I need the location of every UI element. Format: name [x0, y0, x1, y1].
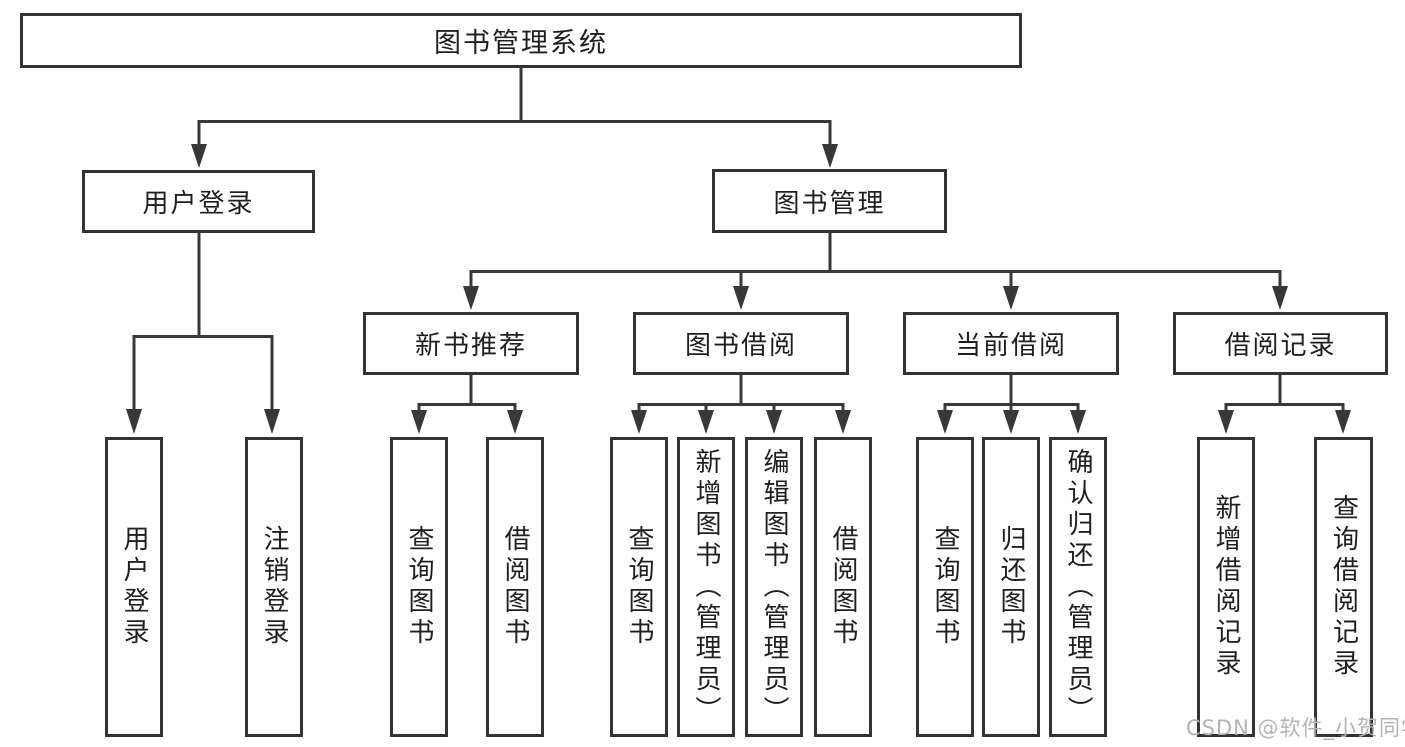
leaf-borrow-add-book: 新增图书（管理员）	[677, 437, 735, 737]
leaf-current-query-book-label: 查询图书	[930, 525, 960, 649]
leaf-borrow-borrow-book-label: 借阅图书	[828, 525, 858, 649]
connector-bookborrow-to-leaves	[631, 375, 851, 434]
connector-bookmgmt-to-level3	[463, 233, 1288, 310]
node-new-book-recommend: 新书推荐	[363, 312, 579, 375]
leaf-recommend-query-book: 查询图书	[390, 437, 448, 737]
leaf-record-query-label: 查询借阅记录	[1328, 494, 1359, 680]
leaf-borrow-edit-book-label: 编辑图书（管理员）	[759, 447, 789, 727]
node-book-management-label: 图书管理	[773, 188, 886, 219]
node-book-borrow: 图书借阅	[633, 312, 849, 375]
node-borrow-record: 借阅记录	[1173, 312, 1388, 375]
leaf-logout: 注销登录	[245, 437, 303, 737]
node-root-label: 图书管理系统	[434, 28, 608, 59]
node-root: 图书管理系统	[20, 13, 1022, 68]
node-current-borrow: 当前借阅	[903, 312, 1119, 375]
connector-borrowrecord-to-leaves	[1218, 375, 1351, 434]
leaf-record-add-label: 新增借阅记录	[1211, 494, 1241, 680]
leaf-borrow-query-book-label: 查询图书	[624, 525, 654, 649]
leaf-recommend-borrow-book: 借阅图书	[486, 437, 544, 737]
node-book-management: 图书管理	[712, 169, 947, 233]
node-current-borrow-label: 当前借阅	[954, 331, 1067, 361]
leaf-current-query-book: 查询图书	[916, 437, 974, 737]
connector-newbookrec-to-leaves	[411, 375, 523, 434]
leaf-recommend-query-book-label: 查询图书	[404, 525, 434, 649]
leaf-current-return-book-label: 归还图书	[996, 525, 1026, 649]
connector-root-to-level2	[191, 68, 838, 168]
node-book-borrow-label: 图书借阅	[684, 331, 797, 361]
watermark-text: CSDN @软件_小贺同学	[1186, 716, 1405, 740]
node-borrow-record-label: 借阅记录	[1224, 331, 1337, 361]
node-user-login-label: 用户登录	[142, 189, 255, 219]
leaf-current-confirm-return-label: 确认归还（管理员）	[1063, 447, 1093, 727]
node-new-book-recommend-label: 新书推荐	[414, 331, 527, 361]
leaf-borrow-add-book-label: 新增图书（管理员）	[691, 447, 721, 727]
leaf-record-query: 查询借阅记录	[1314, 437, 1373, 737]
leaf-current-return-book: 归还图书	[982, 437, 1040, 737]
connector-currentborrow-to-leaves	[937, 375, 1086, 434]
leaf-borrow-borrow-book: 借阅图书	[814, 437, 872, 737]
leaf-borrow-query-book: 查询图书	[610, 437, 668, 737]
leaf-user-login-label: 用户登录	[119, 525, 149, 649]
leaf-borrow-edit-book: 编辑图书（管理员）	[745, 437, 803, 737]
leaf-record-add: 新增借阅记录	[1197, 437, 1255, 737]
connector-userlogin-to-leaves	[126, 233, 280, 434]
leaf-recommend-borrow-book-label: 借阅图书	[500, 525, 530, 649]
node-user-login: 用户登录	[82, 170, 315, 233]
leaf-user-login: 用户登录	[105, 437, 163, 737]
leaf-logout-label: 注销登录	[259, 525, 289, 649]
leaf-current-confirm-return: 确认归还（管理员）	[1049, 437, 1107, 737]
